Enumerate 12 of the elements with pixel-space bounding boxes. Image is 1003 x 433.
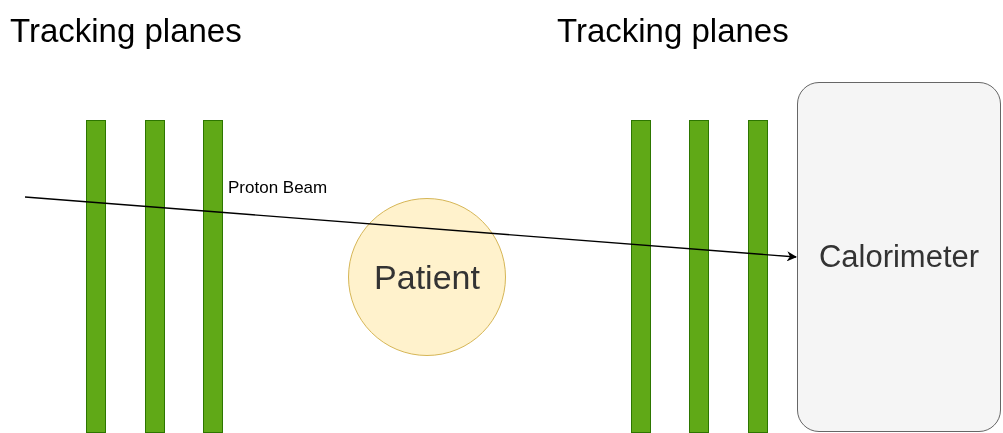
- tracking-plane: [689, 120, 709, 433]
- node-label: Patient: [374, 257, 480, 297]
- section-heading: Tracking planes: [10, 12, 242, 50]
- tracking-plane: [748, 120, 768, 433]
- calorimeter-box: [797, 82, 1001, 432]
- tracking-plane: [203, 120, 223, 433]
- node-label: Calorimeter: [818, 239, 980, 275]
- section-heading: Tracking planes: [557, 12, 789, 50]
- tracking-plane: [86, 120, 106, 433]
- tracking-plane: [631, 120, 651, 433]
- tracking-plane: [145, 120, 165, 433]
- beam-arrow: [24, 196, 797, 262]
